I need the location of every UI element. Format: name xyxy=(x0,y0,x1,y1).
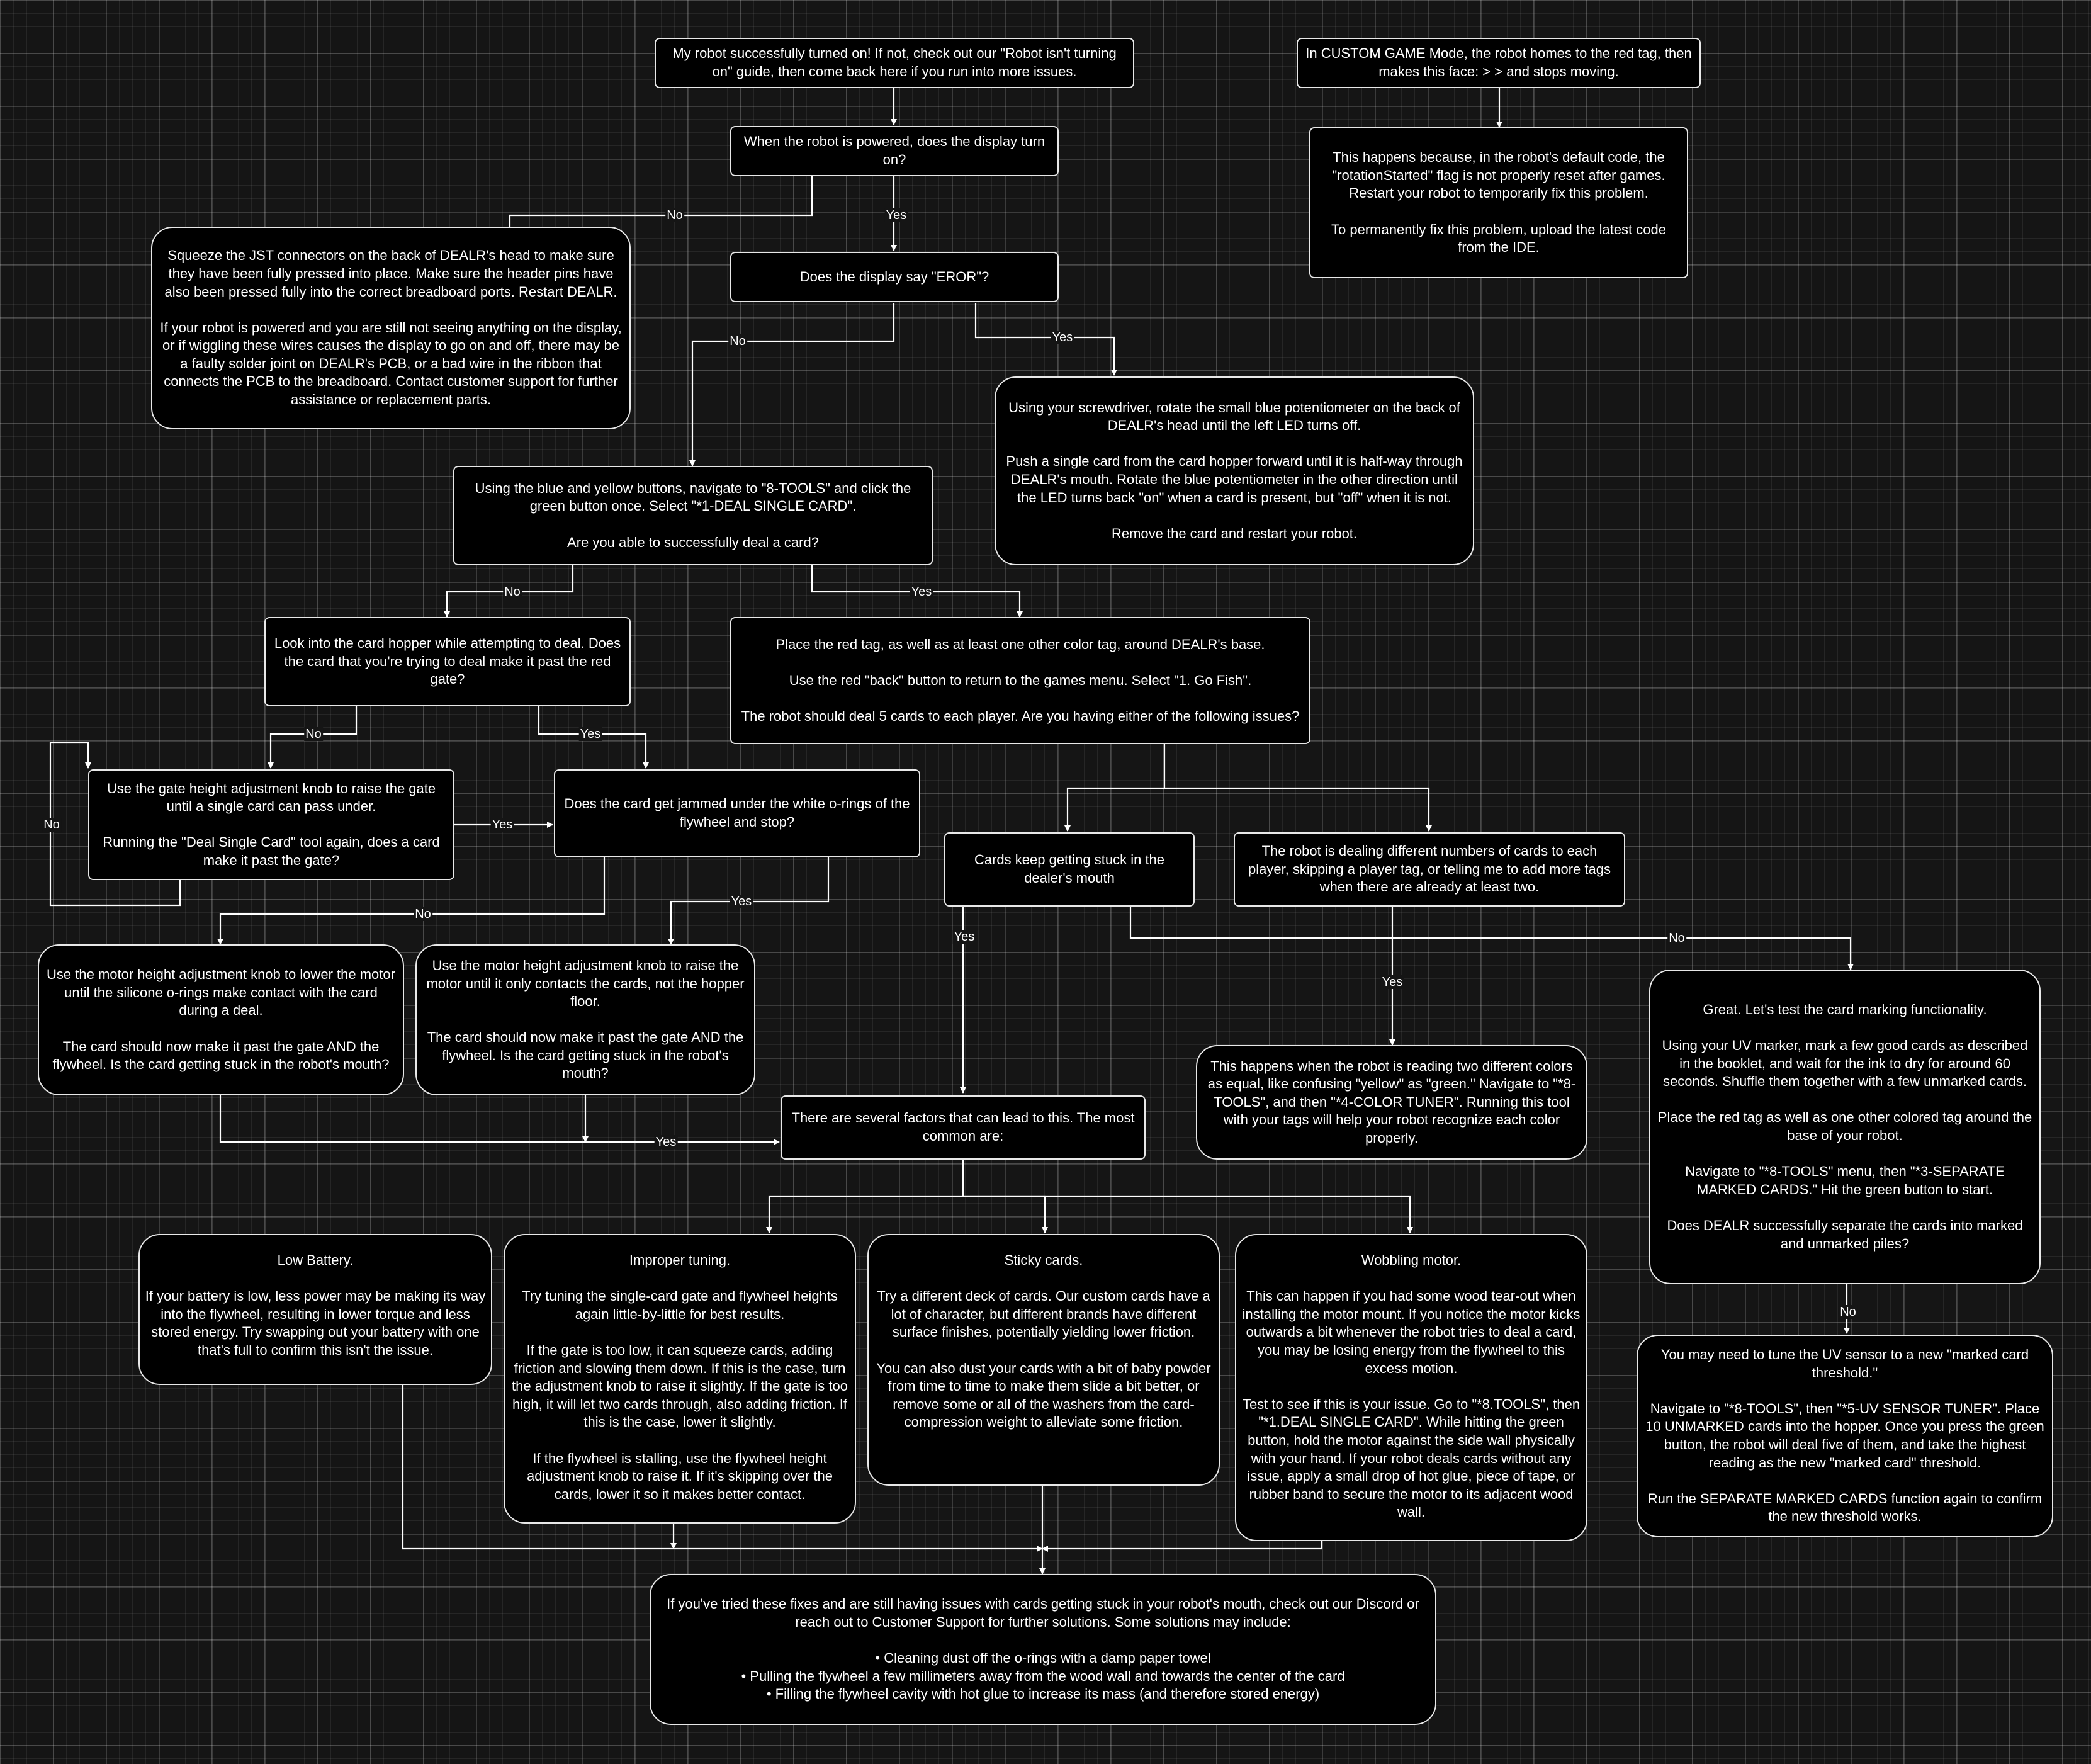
edge-label-yes: Yes xyxy=(1051,331,1074,344)
edge-label-no: No xyxy=(1839,1305,1857,1319)
edge-label-yes: Yes xyxy=(730,895,753,908)
edge-label-no: No xyxy=(665,208,684,222)
node-potentiometer: Using your screwdriver, rotate the small… xyxy=(995,376,1474,565)
node-jst-connectors: Squeeze the JST connectors on the back o… xyxy=(151,227,631,429)
edge-gofish-split xyxy=(1064,744,1166,832)
edge-label-no: No xyxy=(304,727,323,741)
edge-factors-tuning xyxy=(766,1195,963,1233)
node-gate-knob: Use the gate height adjustment knob to r… xyxy=(88,769,454,880)
edge-label-no: No xyxy=(503,585,522,599)
node-color-tuner: This happens when the robot is reading t… xyxy=(1196,1045,1587,1160)
edge-label-no: No xyxy=(414,907,432,921)
node-jammed: Does the card get jammed under the white… xyxy=(554,769,920,857)
node-motor-raise: Use the motor height adjustment knob to … xyxy=(415,944,755,1095)
edge-wobble-merge xyxy=(1042,1541,1323,1552)
node-go-fish: Place the red tag, as well as at least o… xyxy=(730,617,1310,744)
node-low-battery: Low Battery. If your battery is low, les… xyxy=(138,1234,492,1385)
node-display-on: When the robot is powered, does the disp… xyxy=(730,126,1059,176)
node-rotation-flag: This happens because, in the robot's def… xyxy=(1309,127,1688,278)
node-custom-game: In CUSTOM GAME Mode, the robot homes to … xyxy=(1297,38,1701,88)
edge-label-yes: Yes xyxy=(490,818,514,832)
node-improper-tuning: Improper tuning. Try tuning the single-c… xyxy=(504,1234,856,1524)
node-eror: Does the display say "EROR"? xyxy=(730,252,1059,302)
node-final-support: If you've tried these fixes and are stil… xyxy=(650,1574,1436,1725)
edge-label-yes: Yes xyxy=(1380,975,1404,989)
edge-battery-merge xyxy=(402,1385,1043,1552)
node-stuck-mouth: Cards keep getting stuck in the dealer's… xyxy=(944,832,1195,907)
edge-label-no: No xyxy=(1667,931,1686,945)
edge-label-yes: Yes xyxy=(578,727,602,741)
edge-jammed-no xyxy=(217,857,606,945)
edge-motors-yes xyxy=(219,1095,780,1145)
node-motor-lower: Use the motor height adjustment knob to … xyxy=(38,944,404,1095)
edge-label-no: No xyxy=(42,818,61,832)
edge-label-yes: Yes xyxy=(654,1135,678,1149)
edge-eror-yes xyxy=(974,303,1117,376)
edge-eror-no xyxy=(689,303,895,466)
edge-label-no: No xyxy=(728,334,747,348)
edge-label-yes: Yes xyxy=(910,585,933,599)
node-start: My robot successfully turned on! If not,… xyxy=(655,38,1134,88)
node-uv-tuner: You may need to tune the UV sensor to a … xyxy=(1637,1335,2053,1537)
edge-label-yes: Yes xyxy=(884,208,908,222)
edge-gofish-split-2 xyxy=(1164,787,1432,832)
node-tools-deal: Using the blue and yellow buttons, navig… xyxy=(453,466,933,565)
node-different-numbers: The robot is dealing different numbers o… xyxy=(1234,832,1625,907)
edge-factors-wobble xyxy=(963,1195,1413,1233)
node-wobbling-motor: Wobbling motor. This can happen if you h… xyxy=(1235,1234,1587,1541)
node-hopper: Look into the card hopper while attempti… xyxy=(264,617,631,706)
edge-label-yes: Yes xyxy=(952,930,976,944)
node-sticky-cards: Sticky cards. Try a different deck of ca… xyxy=(867,1234,1220,1486)
edge-numbers-no xyxy=(1129,907,1854,970)
node-card-marking: Great. Let's test the card marking funct… xyxy=(1649,970,2041,1284)
node-factors: There are several factors that can lead … xyxy=(781,1095,1146,1160)
